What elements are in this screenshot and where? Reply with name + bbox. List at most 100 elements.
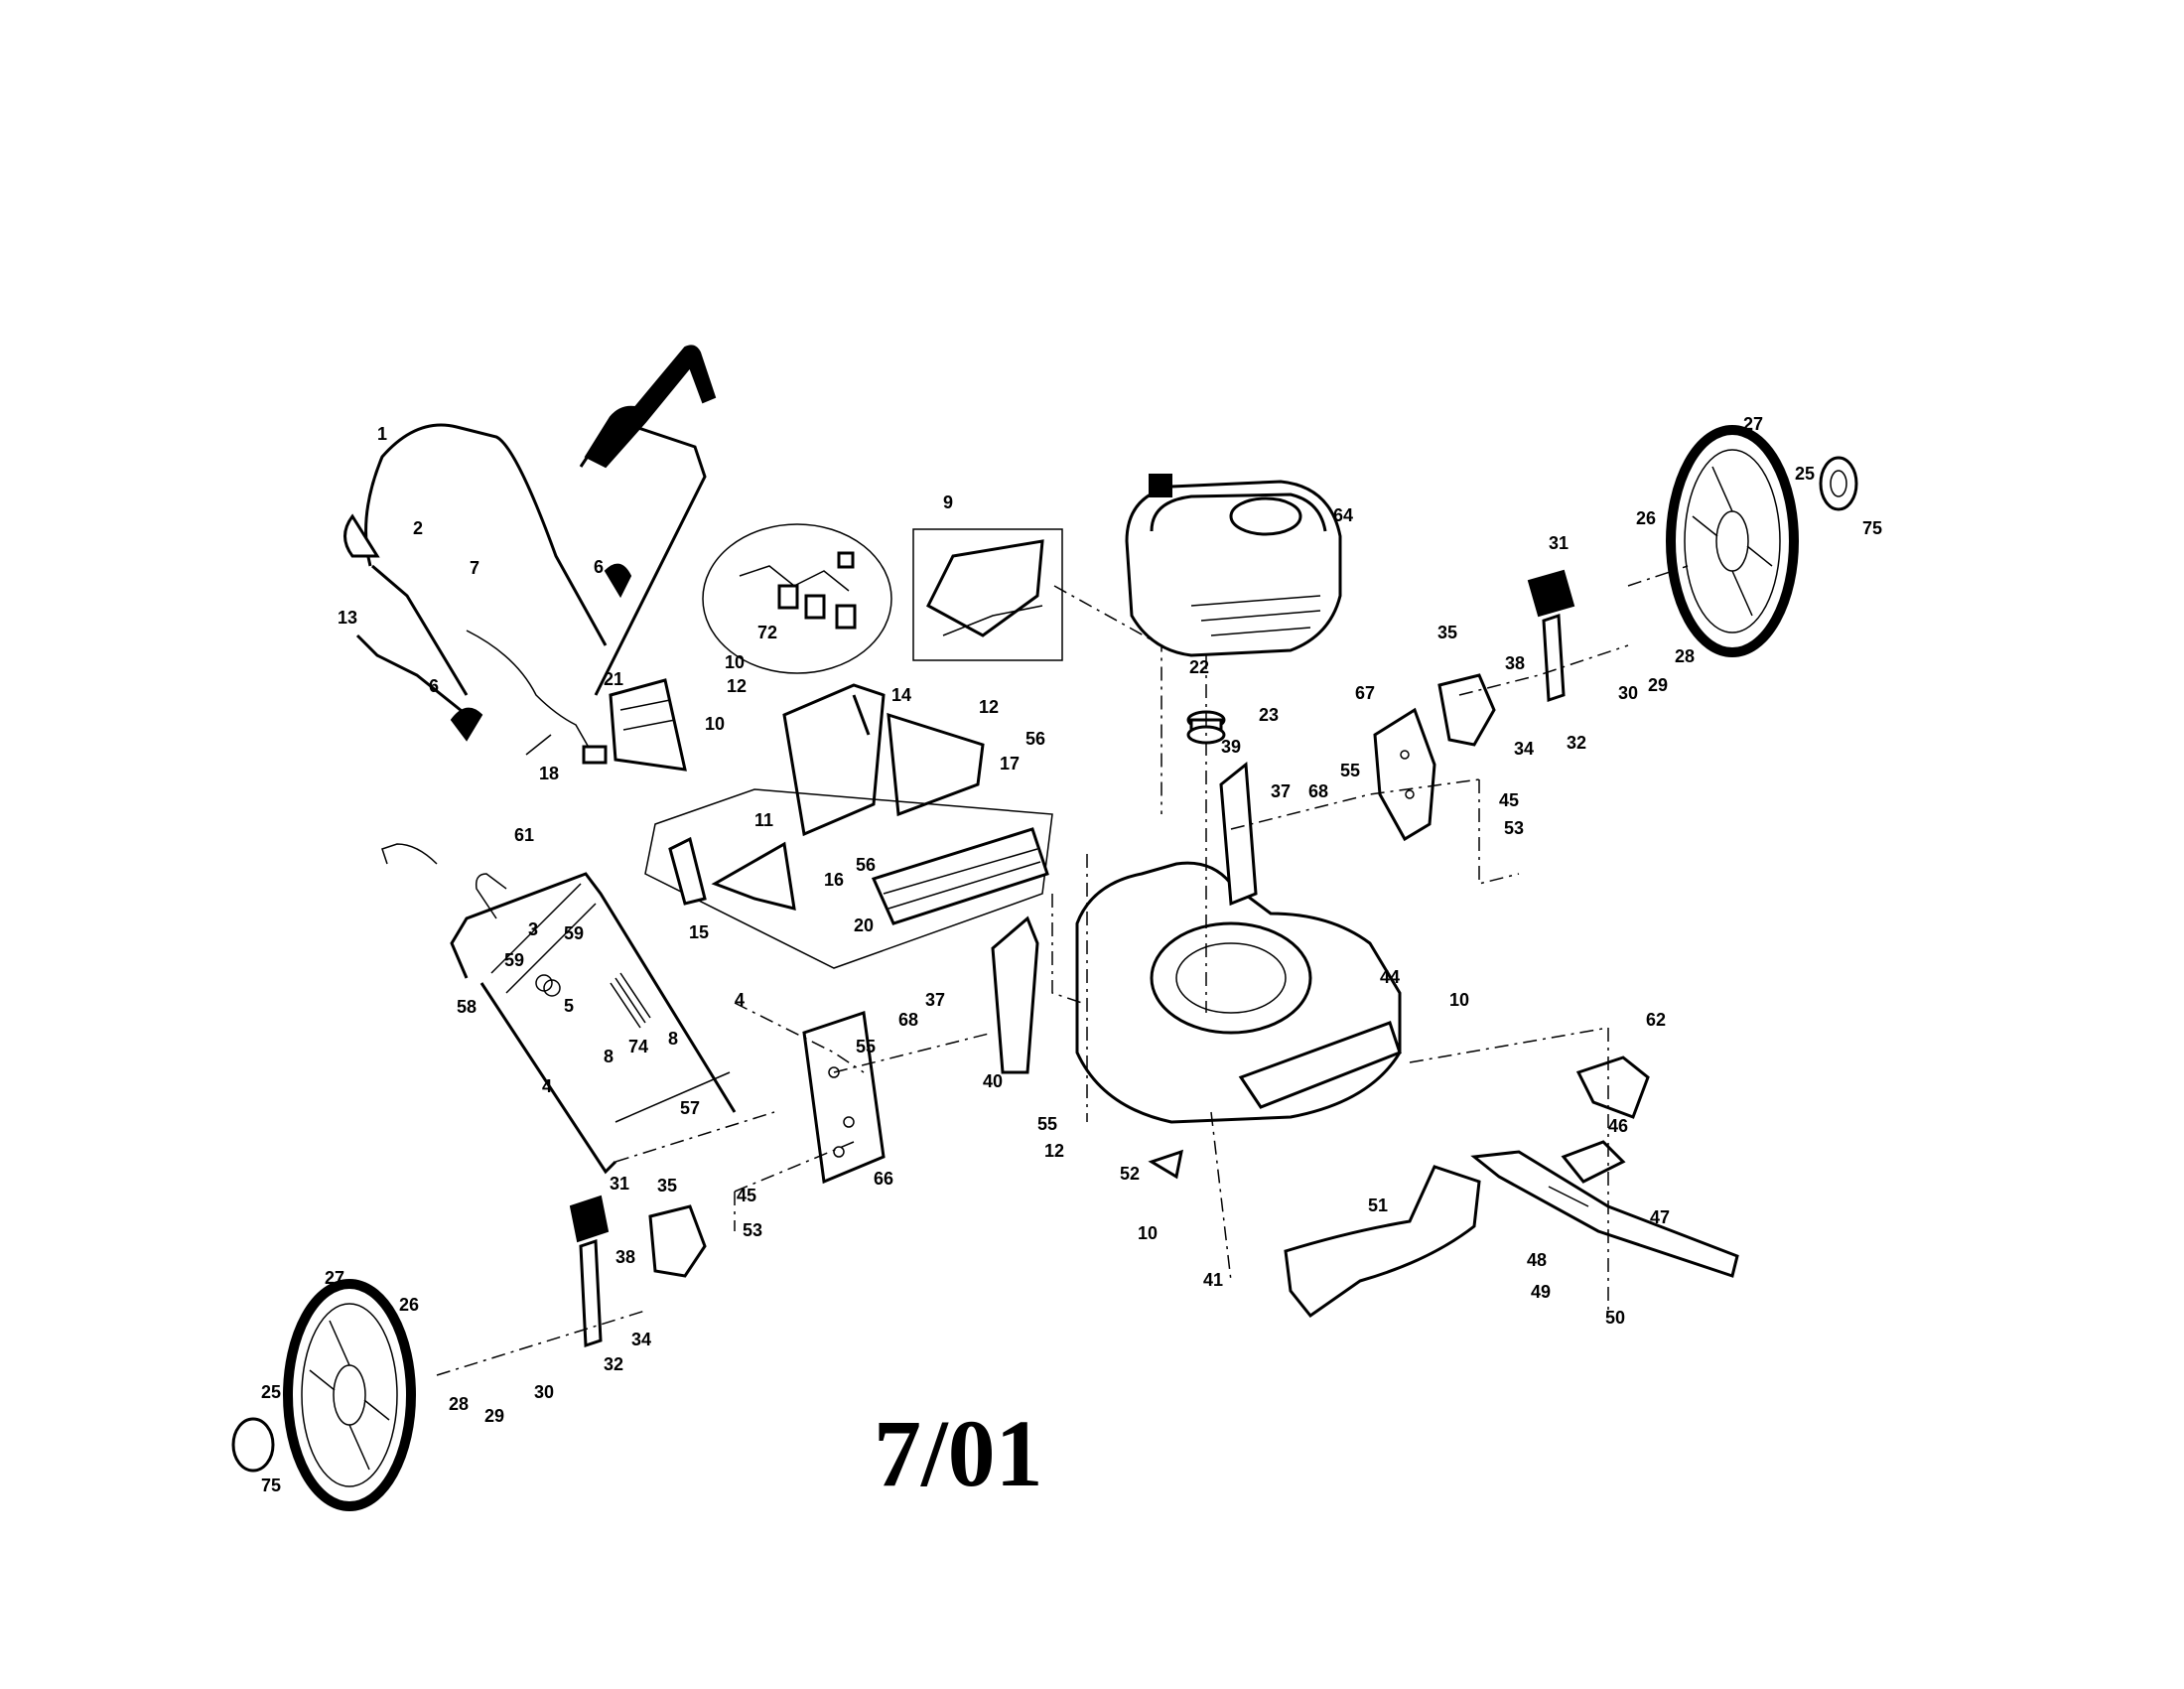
callout-56-left: 56 xyxy=(856,855,876,875)
callout-8-left: 8 xyxy=(604,1047,614,1066)
assembly-lines xyxy=(436,565,1689,1376)
date-label: 7/01 xyxy=(874,1400,1043,1506)
callout-62: 62 xyxy=(1646,1010,1666,1030)
wire-61 xyxy=(475,873,507,919)
callout-27-left: 27 xyxy=(325,1268,344,1288)
callout-75-right: 75 xyxy=(1862,518,1882,538)
callout-29-left: 29 xyxy=(484,1406,504,1426)
callout-48: 48 xyxy=(1527,1250,1547,1270)
callout-31-right: 31 xyxy=(1549,533,1569,553)
detail-circle-72 xyxy=(702,523,892,674)
callout-64: 64 xyxy=(1333,505,1353,525)
callout-16: 16 xyxy=(824,870,844,890)
callout-37-left: 37 xyxy=(925,990,945,1010)
callout-14: 14 xyxy=(891,685,911,705)
callout-12-a: 12 xyxy=(727,676,747,696)
callout-11: 11 xyxy=(754,810,773,830)
deck-flap-52 xyxy=(1148,1149,1183,1180)
handle-knob-left xyxy=(450,707,483,742)
callout-30-right: 30 xyxy=(1618,683,1638,703)
callout-25-right: 25 xyxy=(1795,464,1815,484)
callout-28-left: 28 xyxy=(449,1394,469,1414)
callout-25-left: 25 xyxy=(261,1382,281,1402)
callout-45-left: 45 xyxy=(737,1186,756,1205)
callout-26-left: 26 xyxy=(399,1295,419,1315)
callout-46: 46 xyxy=(1608,1116,1628,1136)
cable-clip xyxy=(381,843,438,865)
callout-6-lower: 6 xyxy=(429,676,439,696)
rear-door-frame xyxy=(782,683,985,837)
callout-51: 51 xyxy=(1368,1196,1388,1215)
callout-49: 49 xyxy=(1531,1282,1551,1302)
callout-31-left: 31 xyxy=(610,1174,629,1194)
callout-40: 40 xyxy=(983,1071,1003,1091)
callout-7: 7 xyxy=(470,558,479,578)
callout-29-right: 29 xyxy=(1648,675,1668,695)
lower-handle xyxy=(450,872,737,1175)
callout-23: 23 xyxy=(1259,705,1279,725)
callout-6-upper: 6 xyxy=(594,557,604,577)
bracket-39 xyxy=(1219,762,1258,907)
callout-39: 39 xyxy=(1221,737,1241,757)
shield-35-left xyxy=(648,1204,707,1278)
baffle-51 xyxy=(1284,1165,1481,1319)
callout-15: 15 xyxy=(689,922,709,942)
callout-22: 22 xyxy=(1189,657,1209,677)
callout-59-lower: 59 xyxy=(504,950,524,970)
wheel-27-left xyxy=(283,1279,416,1511)
callout-38-right: 38 xyxy=(1505,653,1525,673)
callout-66: 66 xyxy=(874,1169,893,1189)
callout-50: 50 xyxy=(1605,1308,1625,1328)
callout-74: 74 xyxy=(628,1037,648,1056)
callout-55-lower: 55 xyxy=(1037,1114,1057,1134)
axle-bracket-40 xyxy=(991,915,1039,1074)
callout-17: 17 xyxy=(1000,754,1020,774)
callout-18: 18 xyxy=(539,764,559,783)
callout-44: 44 xyxy=(1380,967,1400,987)
callout-56-right: 56 xyxy=(1025,729,1045,749)
upper-handle xyxy=(343,423,707,717)
box-9 xyxy=(912,528,1063,661)
callout-53-left: 53 xyxy=(743,1220,762,1240)
callout-4-left: 4 xyxy=(542,1076,552,1096)
callout-10-c: 10 xyxy=(1449,990,1469,1010)
callout-27-right: 27 xyxy=(1743,414,1763,434)
callout-52: 52 xyxy=(1120,1164,1140,1184)
callout-9: 9 xyxy=(943,493,953,512)
shield-35-right xyxy=(1437,673,1496,747)
callout-67: 67 xyxy=(1355,683,1375,703)
callout-5: 5 xyxy=(564,996,574,1016)
rear-skirt-panel xyxy=(644,788,1053,969)
spring-74 xyxy=(610,972,651,1029)
axle-bracket-67 xyxy=(1373,707,1436,842)
blade-47 xyxy=(1470,1150,1739,1278)
callout-68-left: 68 xyxy=(898,1010,918,1030)
adapter-46 xyxy=(1561,1140,1626,1184)
rear-axle-bracket-66 xyxy=(802,1011,886,1185)
callout-1: 1 xyxy=(377,424,387,444)
callout-28-right: 28 xyxy=(1675,646,1695,666)
callout-34-left: 34 xyxy=(631,1330,651,1349)
callout-41: 41 xyxy=(1203,1270,1223,1290)
callout-20: 20 xyxy=(854,915,874,935)
adapter-62 xyxy=(1575,1056,1650,1119)
callout-8-right: 8 xyxy=(668,1029,678,1049)
callout-13: 13 xyxy=(338,608,357,628)
callout-35-right: 35 xyxy=(1437,623,1457,642)
callout-2: 2 xyxy=(413,518,423,538)
callout-47: 47 xyxy=(1650,1207,1670,1227)
hinge-plate-16 xyxy=(711,841,796,912)
callout-59-upper: 59 xyxy=(564,923,584,943)
spring-5 xyxy=(535,974,561,997)
bracket-21 xyxy=(609,678,687,772)
callout-58: 58 xyxy=(457,997,477,1017)
callout-55-left: 55 xyxy=(856,1037,876,1056)
hubcap-75-right xyxy=(1819,456,1858,511)
handle-knob-right xyxy=(604,563,632,599)
adjuster-lever-31-right xyxy=(1527,569,1575,703)
callout-53-right: 53 xyxy=(1504,818,1524,838)
callout-61: 61 xyxy=(514,825,534,845)
handle-grip-bar xyxy=(584,345,717,469)
callout-26-right: 26 xyxy=(1636,508,1656,528)
